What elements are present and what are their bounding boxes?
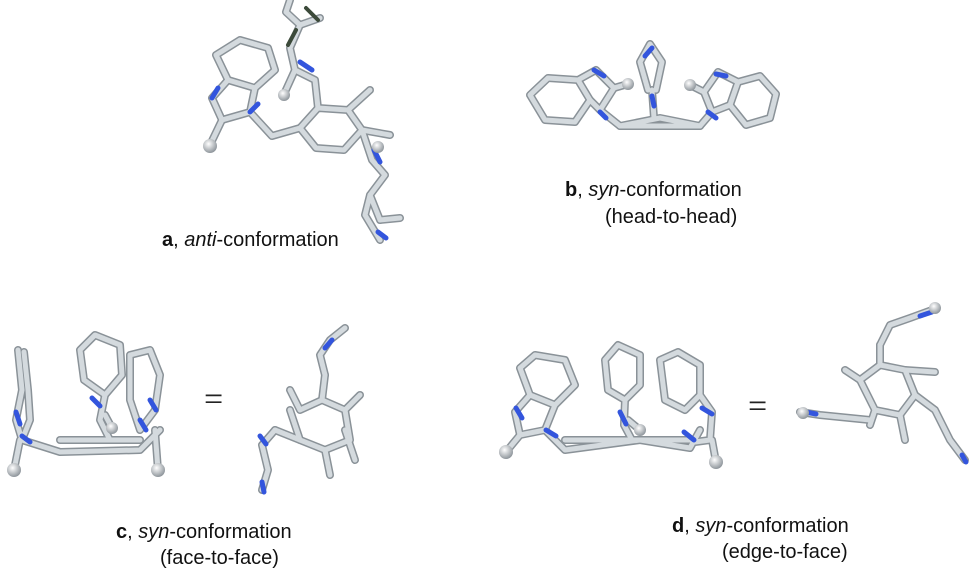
- structure-d-syn-edge-to-face: [499, 302, 969, 469]
- caption-c-sub: (face-to-face): [160, 547, 279, 569]
- caption-a: a, anti-conformation: [162, 229, 339, 251]
- caption-d: d, syn-conformation: [672, 515, 849, 537]
- equals-sign-d: =: [748, 388, 768, 425]
- caption-c: c, syn-conformation: [116, 521, 292, 543]
- equals-sign-c: =: [204, 381, 224, 418]
- caption-b-sub: (head-to-head): [605, 206, 738, 228]
- structure-a-anti: [203, 0, 404, 244]
- structure-b-syn-head-to-head: [526, 40, 780, 130]
- caption-d-sub: (edge-to-face): [722, 541, 848, 563]
- caption-b: b, syn-conformation: [565, 179, 742, 201]
- structure-c-syn-face-to-face: [7, 324, 364, 495]
